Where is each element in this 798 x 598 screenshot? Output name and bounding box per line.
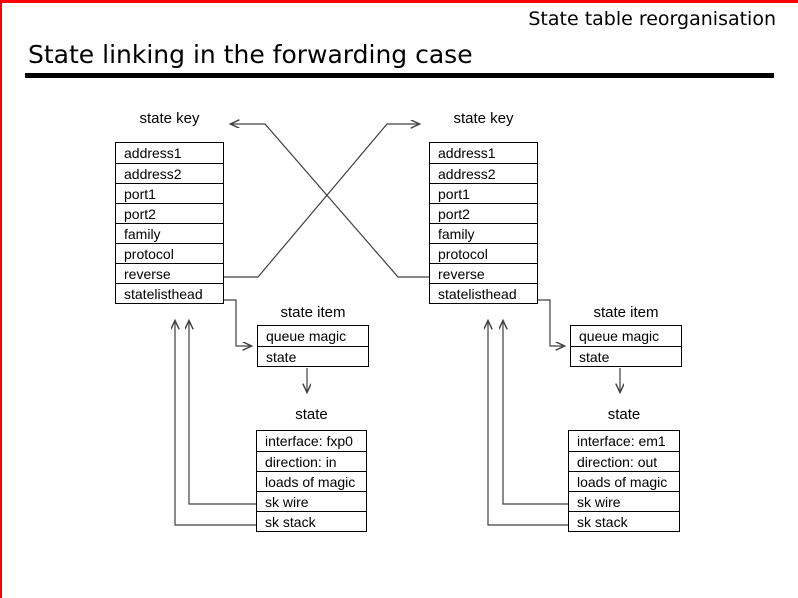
table-row: reverse — [116, 263, 223, 283]
right-state-key-table: address1 address2 port1 port2 family pro… — [429, 142, 538, 304]
right-state-item-table: queue magic state — [570, 325, 682, 367]
table-row: sk stack — [257, 511, 366, 531]
table-row: address2 — [116, 163, 223, 183]
arrow-left-reverse-to-right-key — [224, 124, 419, 278]
left-state-item-label: state item — [280, 304, 346, 321]
table-row: interface: em1 — [577, 433, 666, 449]
table-row: statelisthead — [116, 283, 223, 303]
table-row: address2 — [430, 163, 537, 183]
arrow-right-statelisthead-to-item — [538, 299, 564, 346]
deck-title: State table reorganisation — [528, 8, 776, 30]
slide-border-top — [0, 0, 798, 3]
table-row: family — [430, 223, 537, 243]
right-state-key-label: state key — [453, 110, 514, 127]
arrow-right-reverse-to-left-key — [231, 124, 429, 278]
table-row: direction: in — [257, 451, 366, 471]
table-row: address1 — [124, 145, 182, 161]
left-state-item-table: queue magic state — [257, 325, 369, 367]
right-state-table: interface: em1 direction: out loads of m… — [568, 430, 680, 532]
table-row: port1 — [430, 183, 537, 203]
table-row: sk stack — [569, 511, 679, 531]
table-row: sk wire — [569, 491, 679, 511]
arrow-right-skwire-to-key — [503, 321, 568, 505]
arrow-left-skwire-to-key — [189, 321, 256, 505]
left-state-table: interface: fxp0 direction: in loads of m… — [256, 430, 367, 532]
right-state-item-label: state item — [593, 304, 659, 321]
page-title: State linking in the forwarding case — [28, 40, 473, 69]
slide-border-left — [0, 0, 2, 598]
table-row: address1 — [438, 145, 496, 161]
table-row: statelisthead — [430, 283, 537, 303]
table-row: protocol — [430, 243, 537, 263]
left-state-key-label: state key — [139, 110, 200, 127]
left-state-label: state — [295, 406, 328, 423]
table-row: interface: fxp0 — [265, 433, 353, 449]
table-row: sk wire — [257, 491, 366, 511]
table-row: protocol — [116, 243, 223, 263]
table-row: queue magic — [579, 328, 660, 344]
title-underline-rule — [25, 73, 774, 78]
arrow-left-statelisthead-to-item — [224, 299, 251, 346]
table-row: state — [258, 346, 368, 366]
table-row: family — [116, 223, 223, 243]
table-row: port1 — [116, 183, 223, 203]
table-row: loads of magic — [257, 471, 366, 491]
table-row: queue magic — [266, 328, 347, 344]
arrow-left-skstack-to-key — [175, 321, 256, 526]
table-row: direction: out — [569, 451, 679, 471]
table-row: reverse — [430, 263, 537, 283]
table-row: state — [571, 346, 681, 366]
right-state-label: state — [607, 406, 641, 423]
table-row: port2 — [116, 203, 223, 223]
arrow-right-skstack-to-key — [488, 321, 568, 526]
table-row: port2 — [430, 203, 537, 223]
table-row: loads of magic — [569, 471, 679, 491]
left-state-key-table: address1 address2 port1 port2 family pro… — [115, 142, 224, 304]
